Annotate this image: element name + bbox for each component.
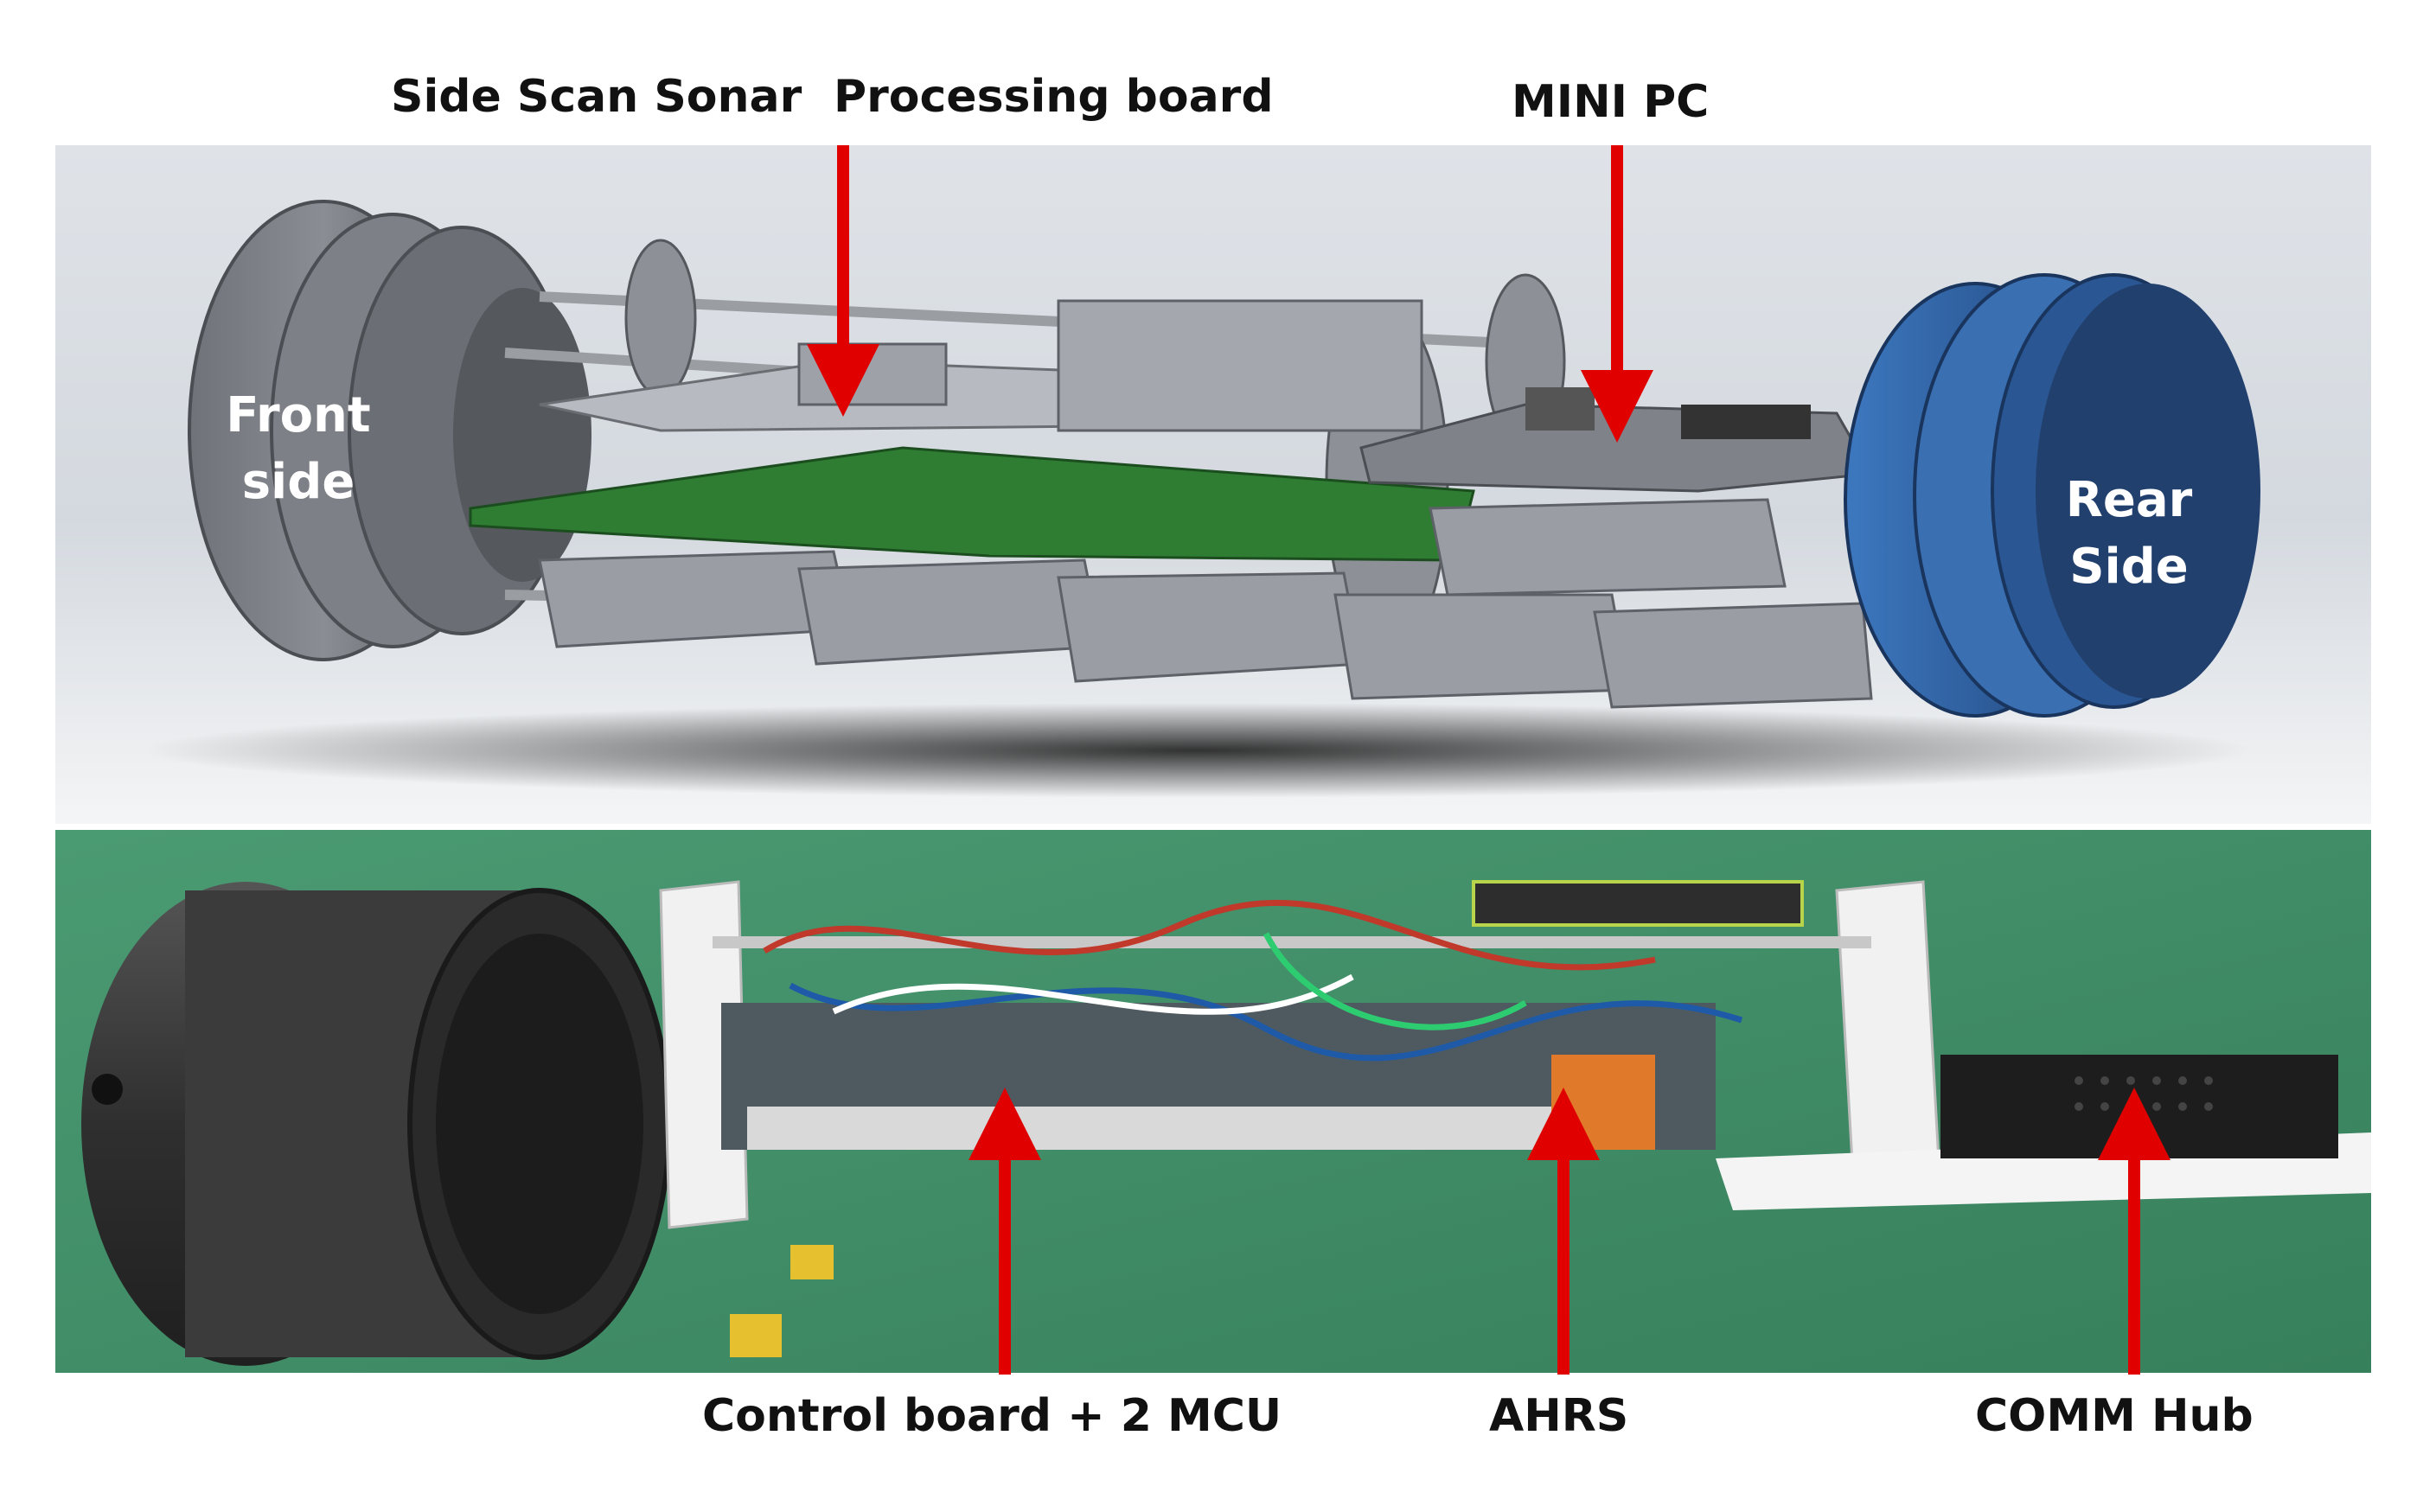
photo-front-cap bbox=[81, 882, 672, 1366]
label-processing-board: Processing board bbox=[834, 71, 1274, 123]
label-control-board: Control board + 2 MCU bbox=[702, 1390, 1282, 1442]
cad-render-illustration bbox=[55, 145, 2371, 824]
front-end-cap bbox=[188, 200, 591, 661]
xt-connector bbox=[790, 1245, 834, 1279]
label-side-scan-sonar: Side Scan Sonar bbox=[391, 71, 802, 123]
label-rear-side: Rear Side bbox=[2065, 472, 2193, 596]
hardware-photo-illustration bbox=[55, 830, 2371, 1373]
label-comm-hub: COMM Hub bbox=[1975, 1390, 2254, 1442]
top-board bbox=[1472, 880, 1804, 927]
label-mini-pc: MINI PC bbox=[1512, 76, 1710, 128]
upper-box bbox=[1057, 299, 1423, 432]
label-front-side: Front side bbox=[226, 387, 371, 511]
rear-end-cap bbox=[1844, 273, 2260, 718]
floor-shadow bbox=[142, 703, 2252, 798]
wires bbox=[763, 900, 1743, 1062]
label-ahrs: AHRS bbox=[1489, 1390, 1629, 1442]
hardware-photo-panel bbox=[55, 830, 2371, 1373]
xt-connector bbox=[730, 1314, 782, 1357]
battery-blocks bbox=[538, 498, 1873, 709]
connector-strip bbox=[747, 1107, 1638, 1150]
mini-pc-port bbox=[1681, 405, 1811, 439]
cad-render-panel bbox=[55, 145, 2371, 824]
